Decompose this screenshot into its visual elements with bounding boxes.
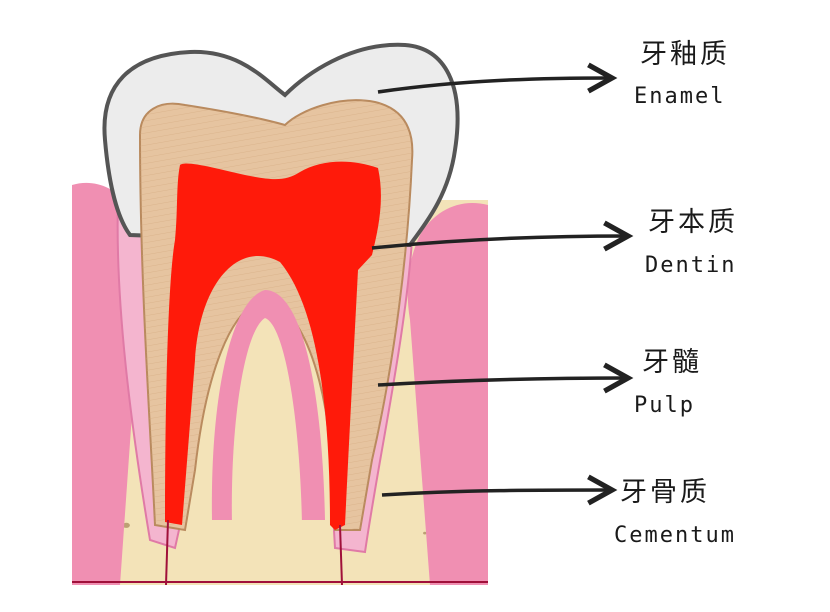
pulp-chamber [165, 161, 381, 530]
label-enamel-en: Enamel [634, 84, 726, 109]
label-dentin-en: Dentin [645, 253, 737, 278]
label-pulp-zh: 牙髓 [642, 347, 702, 378]
arrow-dentin [371, 236, 628, 248]
root-vessel-left [165, 519, 169, 586]
label-enamel-zh: 牙釉质 [640, 39, 730, 70]
arrow-enamel [377, 78, 612, 94]
label-cementum-zh: 牙骨质 [620, 477, 710, 508]
interradicular-bone [231, 318, 302, 525]
arrow-pulp [377, 378, 628, 385]
label-pulp-en: Pulp [634, 393, 695, 418]
arrow-cementum [381, 490, 612, 495]
label-cementum-en: Cementum [614, 523, 736, 548]
gum-right [407, 203, 488, 585]
bone-pore [423, 531, 427, 535]
root-vessel-right [339, 524, 343, 586]
label-dentin-zh: 牙本质 [648, 207, 738, 238]
bone-pore [122, 522, 130, 528]
